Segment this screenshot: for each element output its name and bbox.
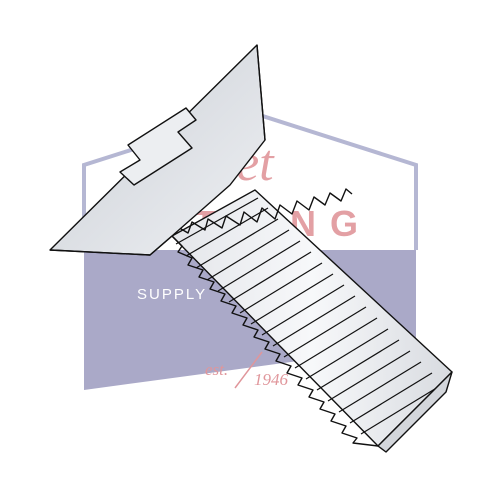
screw-threads xyxy=(175,197,444,435)
logo-est-text: est. xyxy=(205,360,228,379)
screw-head xyxy=(49,44,266,256)
logo-est-slash xyxy=(234,351,263,389)
flat-head-slotted-screw-icon xyxy=(49,44,453,453)
logo-subword-text: SUPPLY xyxy=(137,286,207,303)
screw-slot xyxy=(119,107,197,186)
logo-year-text: 1946 xyxy=(254,370,289,389)
screw-shank xyxy=(171,188,453,453)
